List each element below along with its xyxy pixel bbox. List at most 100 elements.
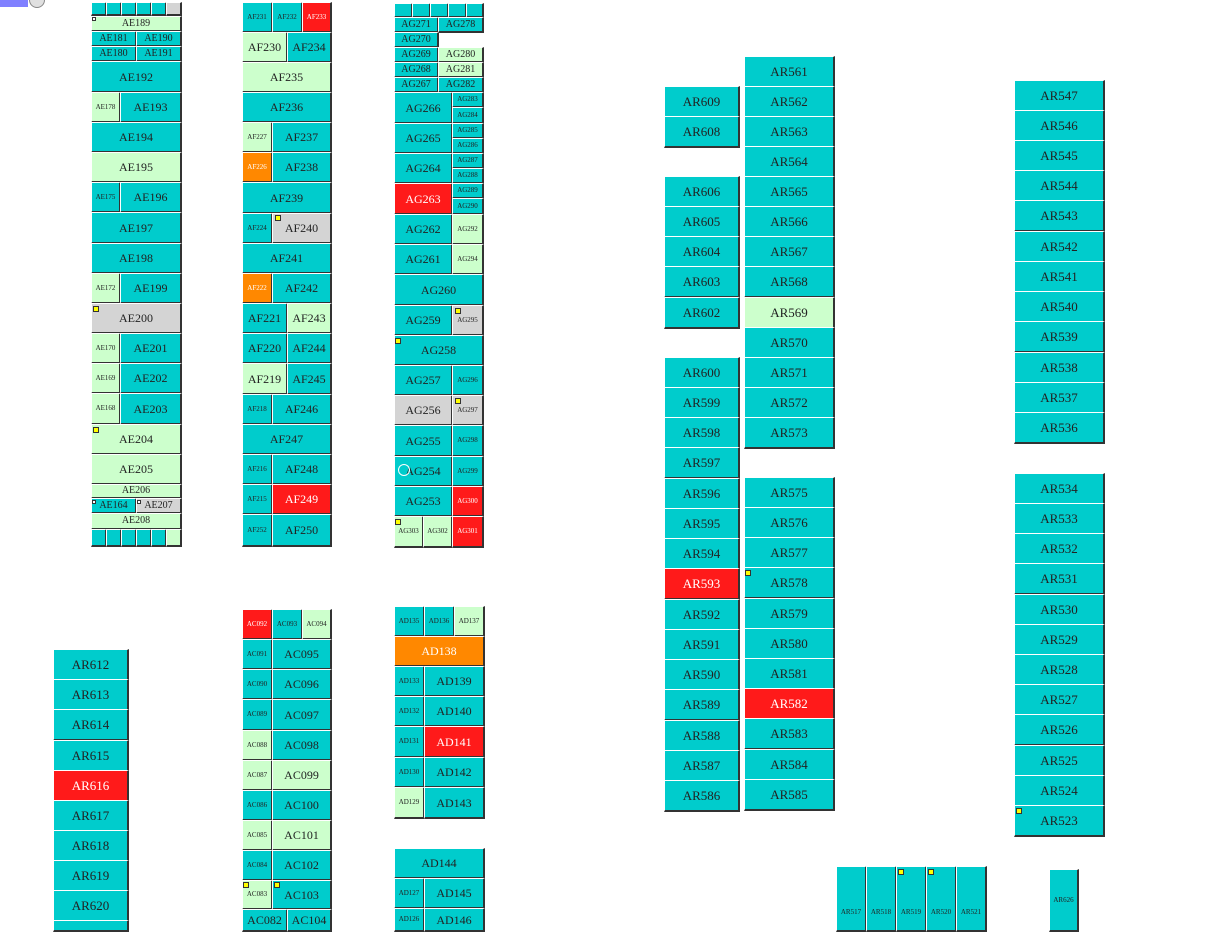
block-ae198[interactable]: AE198: [91, 243, 182, 274]
block-ar566[interactable]: AR566: [744, 206, 835, 238]
block-ar526[interactable]: AR526: [1014, 714, 1105, 746]
block-ar596[interactable]: AR596: [664, 478, 740, 510]
block-ae202[interactable]: AE202: [120, 363, 182, 394]
block-ae178[interactable]: AE178: [91, 92, 121, 123]
block-ae-tiny[interactable]: [121, 529, 137, 547]
block-ag278[interactable]: AG278: [438, 17, 484, 33]
block-af252[interactable]: AF252: [242, 514, 273, 547]
block-ag282[interactable]: AG282: [438, 77, 484, 93]
block-ae203[interactable]: AE203: [120, 393, 182, 425]
block-ae-tiny[interactable]: [121, 2, 137, 16]
block-ae170[interactable]: AE170: [91, 333, 121, 364]
block-ar578[interactable]: AR578: [744, 567, 835, 599]
block-ad142[interactable]: AD142: [424, 757, 485, 788]
block-ae-tiny[interactable]: [136, 2, 152, 16]
block-ac089[interactable]: AC089: [242, 699, 273, 731]
block-ae196[interactable]: AE196: [120, 182, 182, 213]
block-af226[interactable]: AF226: [242, 152, 273, 183]
block-af232[interactable]: AF232: [272, 2, 303, 33]
block-ar598[interactable]: AR598: [664, 417, 740, 449]
block-ag298[interactable]: AG298: [452, 425, 484, 457]
block-ar528[interactable]: AR528: [1014, 654, 1105, 686]
block-ag283[interactable]: AG283: [452, 92, 484, 108]
block-ae189[interactable]: AE189: [91, 16, 182, 32]
block-ar525[interactable]: AR525: [1014, 745, 1105, 777]
block-ar565[interactable]: AR565: [744, 176, 835, 208]
block-ac084[interactable]: AC084: [242, 850, 273, 881]
block-ar591[interactable]: AR591: [664, 629, 740, 661]
block-ag-tiny[interactable]: [394, 3, 413, 18]
block-ar534[interactable]: AR534: [1014, 473, 1105, 505]
block-ae205[interactable]: AE205: [91, 454, 182, 485]
block-af236[interactable]: AF236: [242, 92, 332, 123]
block-ar588[interactable]: AR588: [664, 720, 740, 752]
block-ar543[interactable]: AR543: [1014, 200, 1105, 232]
block-ac090[interactable]: AC090: [242, 669, 273, 700]
block-af241[interactable]: AF241: [242, 243, 332, 274]
block-ae192[interactable]: AE192: [91, 61, 182, 93]
block-ag262[interactable]: AG262: [394, 214, 453, 245]
block-ae193[interactable]: AE193: [120, 92, 182, 123]
block-ag280[interactable]: AG280: [438, 47, 484, 63]
block-ar613[interactable]: AR613: [53, 679, 129, 711]
block-ad127[interactable]: AD127: [394, 878, 425, 909]
block-ae172[interactable]: AE172: [91, 273, 121, 304]
block-ar532[interactable]: AR532: [1014, 533, 1105, 565]
block-af246[interactable]: AF246: [272, 394, 332, 425]
block-ae-tiny[interactable]: [106, 529, 122, 547]
block-ar538[interactable]: AR538: [1014, 352, 1105, 384]
block-ag302[interactable]: AG302: [423, 516, 453, 548]
block-ad130[interactable]: AD130: [394, 757, 425, 788]
block-ar540[interactable]: AR540: [1014, 291, 1105, 323]
block-ar587[interactable]: AR587: [664, 750, 740, 782]
block-ag263[interactable]: AG263: [394, 183, 453, 215]
block-af234[interactable]: AF234: [287, 32, 332, 63]
block-ad140[interactable]: AD140: [424, 696, 485, 727]
block-ar590[interactable]: AR590: [664, 659, 740, 691]
block-ae201[interactable]: AE201: [120, 333, 182, 364]
block-ae164[interactable]: AE164: [91, 498, 137, 514]
block-ar530[interactable]: AR530: [1014, 594, 1105, 626]
block-ad133[interactable]: AD133: [394, 666, 425, 697]
block-ar569[interactable]: AR569: [744, 297, 835, 329]
block-ae-tiny[interactable]: [151, 529, 167, 547]
block-ar589[interactable]: AR589: [664, 689, 740, 721]
block-ac092[interactable]: AC092: [242, 609, 273, 640]
block-af248[interactable]: AF248: [272, 454, 332, 485]
block-ar571[interactable]: AR571: [744, 357, 835, 389]
block-ag292[interactable]: AG292: [452, 214, 484, 245]
block-ar615[interactable]: AR615: [53, 740, 129, 772]
block-ac088[interactable]: AC088: [242, 730, 273, 761]
block-ag287[interactable]: AG287: [452, 153, 484, 169]
block-ar523[interactable]: AR523: [1014, 805, 1105, 837]
block-ag268[interactable]: AG268: [394, 62, 439, 78]
block-ag267[interactable]: AG267: [394, 77, 439, 93]
block-ar518[interactable]: AR518: [866, 866, 897, 932]
block-ar595[interactable]: AR595: [664, 508, 740, 540]
block-ar604[interactable]: AR604: [664, 236, 740, 268]
block-af222[interactable]: AF222: [242, 273, 273, 304]
block-ar-partial[interactable]: [53, 920, 129, 932]
block-ar517[interactable]: AR517: [836, 866, 867, 932]
block-ag289[interactable]: AG289: [452, 183, 484, 199]
block-ag290[interactable]: AG290: [452, 198, 484, 215]
block-ad145[interactable]: AD145: [424, 878, 485, 909]
block-ag-tiny[interactable]: [466, 3, 484, 18]
block-ae191[interactable]: AE191: [136, 46, 182, 62]
block-ac085[interactable]: AC085: [242, 820, 273, 851]
block-af227[interactable]: AF227: [242, 122, 273, 153]
block-ar547[interactable]: AR547: [1014, 80, 1105, 112]
block-ad137[interactable]: AD137: [454, 606, 485, 637]
block-ar583[interactable]: AR583: [744, 718, 835, 750]
block-ar597[interactable]: AR597: [664, 447, 740, 479]
block-af250[interactable]: AF250: [272, 514, 332, 547]
block-ar544[interactable]: AR544: [1014, 170, 1105, 202]
block-ac087[interactable]: AC087: [242, 760, 273, 791]
block-ad146[interactable]: AD146: [424, 908, 485, 932]
block-ag294[interactable]: AG294: [452, 244, 484, 275]
block-ag-tiny[interactable]: [430, 3, 449, 18]
block-ar575[interactable]: AR575: [744, 477, 835, 509]
block-ae200[interactable]: AE200: [91, 303, 182, 334]
block-ar600[interactable]: AR600: [664, 357, 740, 389]
block-ar564[interactable]: AR564: [744, 146, 835, 178]
